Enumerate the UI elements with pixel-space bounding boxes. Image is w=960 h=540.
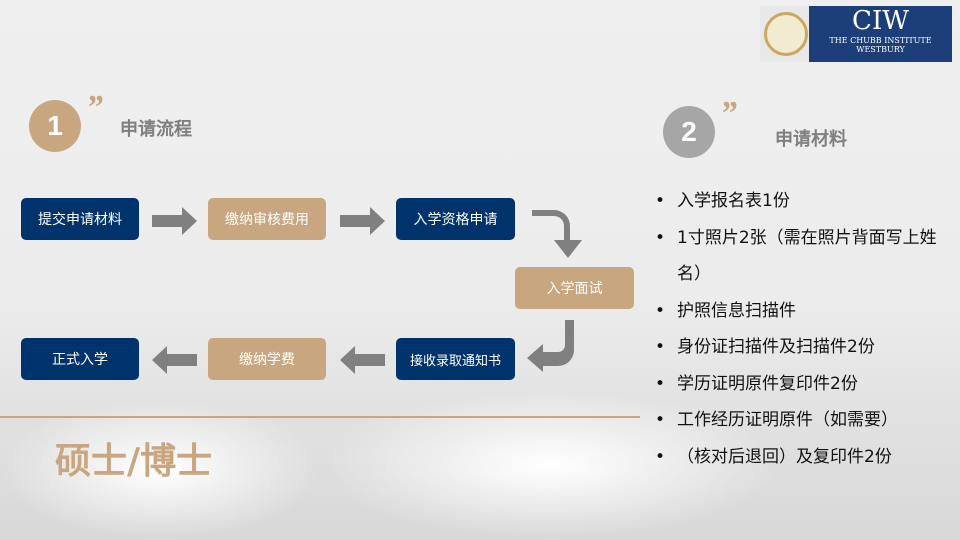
section1-title: 申请流程 xyxy=(120,119,192,140)
logo-title: CIW xyxy=(852,6,909,36)
step-submit: 提交申请材料 xyxy=(21,198,139,240)
logo-line2: WESTBURY xyxy=(856,45,905,54)
step-interview: 入学面试 xyxy=(515,267,634,309)
list-item: 入学报名表1份 xyxy=(655,183,955,220)
arrow-left-icon xyxy=(152,346,197,374)
arrow-left-icon xyxy=(340,346,385,374)
seal-icon xyxy=(764,12,808,56)
section2-quote: ” xyxy=(720,95,737,132)
section2-number: 2 xyxy=(663,106,715,158)
ciw-logo: CIW THE CHUBB INSTITUTE WESTBURY xyxy=(760,6,952,62)
arrow-right-icon xyxy=(340,207,385,235)
list-item: 工作经历证明原件（如需要） xyxy=(655,402,955,439)
degree-label: 硕士/博士 xyxy=(55,441,213,482)
step-review-fee: 缴纳审核费用 xyxy=(208,198,326,240)
list-item: 身份证扫描件及扫描件2份 xyxy=(655,329,955,366)
step-tuition: 缴纳学费 xyxy=(208,338,326,380)
step-enroll: 正式入学 xyxy=(21,338,139,380)
list-item: （核对后退回）及复印件2份 xyxy=(655,439,955,476)
step-receive-letter: 接收录取通知书 xyxy=(396,338,515,380)
list-item: 学历证明原件复印件2份 xyxy=(655,366,955,403)
materials-list: 入学报名表1份 1寸照片2张（需在照片背面写上姓名） 护照信息扫描件 身份证扫描… xyxy=(655,183,955,475)
arrow-turn-down-icon xyxy=(532,210,582,258)
arrow-turn-left-icon xyxy=(527,320,574,372)
list-item: 1寸照片2张（需在照片背面写上姓名） xyxy=(655,220,955,293)
list-item: 护照信息扫描件 xyxy=(655,293,955,330)
arrow-right-icon xyxy=(152,207,197,235)
step-admission-apply: 入学资格申请 xyxy=(396,198,515,240)
background-cloud xyxy=(0,400,320,540)
section1-number: 1 xyxy=(29,100,81,152)
section2-title: 申请材料 xyxy=(775,129,847,150)
divider-line xyxy=(0,416,640,418)
section1-quote: ” xyxy=(86,89,103,126)
logo-line1: THE CHUBB INSTITUTE xyxy=(829,36,932,45)
